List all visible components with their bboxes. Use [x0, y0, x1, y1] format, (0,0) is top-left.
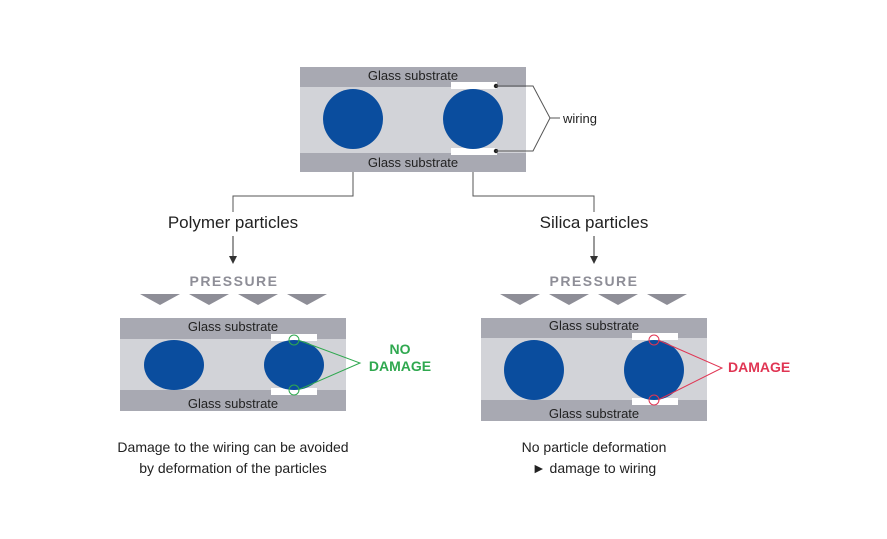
right-caption-line1: No particle deformation: [521, 439, 667, 455]
pressure-arrow: [500, 294, 540, 305]
top-cell-glass-bottom: [300, 153, 526, 172]
top-cell-particle-right: [443, 89, 503, 149]
no-damage-label-line1: NO: [390, 341, 411, 357]
pressure-arrow: [238, 294, 278, 305]
right-pressure-arrows: [500, 294, 687, 305]
right-pressure-label: PRESSURE: [549, 273, 638, 289]
right-cell-glass-bottom: [481, 400, 707, 421]
right-cell-wiring-top: [632, 333, 678, 340]
branch-label-silica: Silica particles: [540, 213, 649, 232]
pressure-arrow: [189, 294, 229, 305]
left-pressure-label: PRESSURE: [189, 273, 278, 289]
right-cell-wiring-bottom: [632, 398, 678, 405]
connector-left: [232, 172, 354, 212]
no-damage-label-line2: DAMAGE: [369, 358, 431, 374]
branch-connectors: Polymer particles Silica particles: [168, 172, 649, 264]
left-pressure-arrows: [140, 294, 327, 305]
top-cell: Glass substrate Glass substrate: [300, 67, 526, 172]
left-caption-line2: by deformation of the particles: [139, 460, 327, 476]
top-cell-wiring-top: [451, 82, 497, 89]
left-cell-glass-top: [120, 318, 346, 339]
pressure-arrow: [549, 294, 589, 305]
right-cell-substrate-bottom-label: Glass substrate: [549, 406, 639, 421]
left-cell-particle-left: [144, 340, 204, 390]
right-cell-particle-right: [624, 340, 684, 400]
wiring-callout: wiring: [493, 83, 597, 154]
pressure-arrow: [647, 294, 687, 305]
branch-label-polymer: Polymer particles: [168, 213, 298, 232]
left-cell-glass-bottom: [120, 390, 346, 411]
left-cell-wiring-bottom: [271, 388, 317, 395]
left-cell-substrate-top-label: Glass substrate: [188, 319, 278, 334]
top-cell-particle-left: [323, 89, 383, 149]
right-caption-line2: ► damage to wiring: [531, 460, 657, 476]
pressure-arrow: [287, 294, 327, 305]
left-panel: PRESSURE Glass substrate Glass substrate…: [120, 273, 431, 411]
top-cell-substrate-top-label: Glass substrate: [368, 68, 458, 83]
connector-right: [472, 172, 595, 212]
right-cell-particle-left: [504, 340, 564, 400]
damage-pointer: [657, 339, 724, 401]
left-cell-substrate-bottom-label: Glass substrate: [188, 396, 278, 411]
pressure-arrow: [140, 294, 180, 305]
pressure-arrow: [598, 294, 638, 305]
top-cell-wiring-bottom: [451, 148, 497, 155]
no-damage-pointer: [297, 339, 362, 391]
wiring-label: wiring: [562, 111, 597, 126]
left-caption: Damage to the wiring can be avoided by d…: [83, 437, 383, 479]
damage-label: DAMAGE: [728, 359, 790, 375]
left-cell-wiring-top: [271, 334, 317, 341]
right-cell-substrate-top-label: Glass substrate: [549, 318, 639, 333]
right-caption: No particle deformation ► damage to wiri…: [444, 437, 744, 479]
right-panel: PRESSURE Glass substrate Glass substrate…: [481, 273, 790, 421]
left-cell-particle-right: [264, 340, 324, 390]
left-caption-line1: Damage to the wiring can be avoided: [117, 439, 349, 455]
top-cell-substrate-bottom-label: Glass substrate: [368, 155, 458, 170]
